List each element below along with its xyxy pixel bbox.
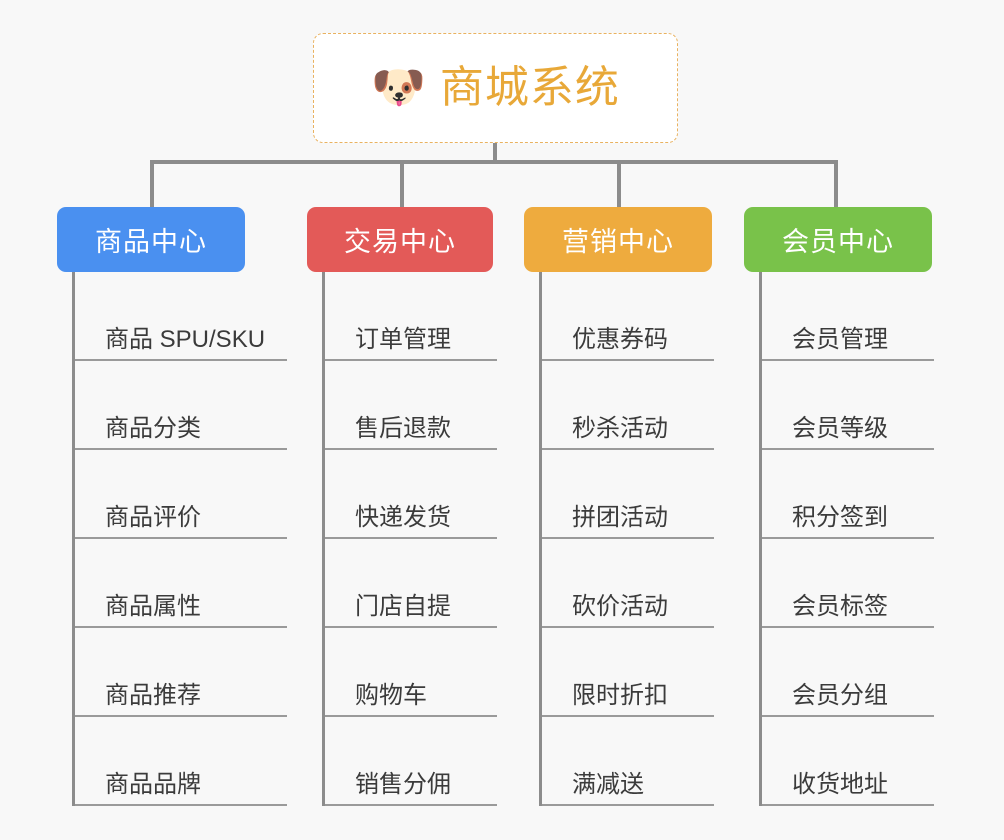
list-item[interactable]: 门店自提: [325, 539, 497, 628]
dog-face-icon: 🐶: [371, 63, 426, 112]
list-item[interactable]: 快递发货: [325, 450, 497, 539]
branch-marketing-center: 营销中心 优惠券码 秒杀活动 拼团活动 砍价活动 限时折扣 满减送: [524, 207, 714, 806]
list-item[interactable]: 商品属性: [75, 539, 287, 628]
connector-drop-2: [400, 160, 404, 207]
list-item[interactable]: 商品评价: [75, 450, 287, 539]
list-item-label: 会员等级: [792, 414, 888, 442]
list-item[interactable]: 积分签到: [762, 450, 934, 539]
list-item-label: 快递发货: [355, 503, 451, 531]
list-item[interactable]: 商品分类: [75, 361, 287, 450]
list-item-label: 会员分组: [792, 681, 888, 709]
list-item-label: 积分签到: [792, 503, 888, 531]
list-item-label: 门店自提: [355, 592, 451, 620]
list-item[interactable]: 拼团活动: [542, 450, 714, 539]
list-item-label: 限时折扣: [572, 681, 668, 709]
list-item[interactable]: 会员分组: [762, 628, 934, 717]
list-item[interactable]: 满减送: [542, 717, 714, 806]
list-item[interactable]: 限时折扣: [542, 628, 714, 717]
branch-trade-center: 交易中心 订单管理 售后退款 快递发货 门店自提 购物车 销售分佣: [307, 207, 497, 806]
list-item-label: 满减送: [572, 770, 644, 798]
connector-horizontal-bar: [150, 160, 838, 164]
list-item[interactable]: 售后退款: [325, 361, 497, 450]
list-item-label: 会员管理: [792, 325, 888, 353]
branch-member-center: 会员中心 会员管理 会员等级 积分签到 会员标签 会员分组 收货地址: [744, 207, 934, 806]
branch-body-member-center: 会员管理 会员等级 积分签到 会员标签 会员分组 收货地址: [759, 272, 934, 806]
root-title: 商城系统: [439, 63, 620, 112]
list-item[interactable]: 会员管理: [762, 272, 934, 361]
list-item-label: 会员标签: [792, 592, 888, 620]
branch-body-marketing-center: 优惠券码 秒杀活动 拼团活动 砍价活动 限时折扣 满减送: [539, 272, 714, 806]
list-item[interactable]: 会员标签: [762, 539, 934, 628]
connector-drop-1: [150, 160, 154, 207]
list-item[interactable]: 商品推荐: [75, 628, 287, 717]
branch-header-label: 商品中心: [95, 227, 207, 257]
branch-header-member-center[interactable]: 会员中心: [744, 207, 932, 272]
list-item[interactable]: 秒杀活动: [542, 361, 714, 450]
list-item-label: 优惠券码: [572, 325, 668, 353]
list-item[interactable]: 优惠券码: [542, 272, 714, 361]
list-item-label: 收货地址: [792, 770, 888, 798]
branch-header-label: 交易中心: [344, 227, 456, 257]
list-item[interactable]: 销售分佣: [325, 717, 497, 806]
list-item-label: 销售分佣: [355, 770, 451, 798]
list-item[interactable]: 会员等级: [762, 361, 934, 450]
branch-header-label: 营销中心: [562, 227, 674, 257]
list-item-label: 商品评价: [105, 503, 201, 531]
connector-drop-4: [834, 160, 838, 207]
list-item-label: 商品属性: [105, 592, 201, 620]
branch-product-center: 商品中心 商品 SPU/SKU 商品分类 商品评价 商品属性 商品推荐 商品品牌: [57, 207, 287, 806]
list-item-label: 商品 SPU/SKU: [105, 325, 266, 353]
branch-header-label: 会员中心: [782, 227, 894, 257]
list-item-label: 秒杀活动: [572, 414, 668, 442]
list-item-label: 砍价活动: [572, 592, 668, 620]
branch-header-product-center[interactable]: 商品中心: [57, 207, 245, 272]
root-node[interactable]: 🐶 商城系统: [313, 33, 678, 143]
list-item-label: 商品品牌: [105, 770, 201, 798]
list-item-label: 拼团活动: [572, 503, 668, 531]
list-item[interactable]: 砍价活动: [542, 539, 714, 628]
branch-header-trade-center[interactable]: 交易中心: [307, 207, 493, 272]
list-item[interactable]: 商品 SPU/SKU: [75, 272, 287, 361]
branch-body-product-center: 商品 SPU/SKU 商品分类 商品评价 商品属性 商品推荐 商品品牌: [72, 272, 287, 806]
list-item[interactable]: 订单管理: [325, 272, 497, 361]
list-item-label: 售后退款: [355, 414, 451, 442]
list-item-label: 购物车: [355, 681, 427, 709]
list-item-label: 商品推荐: [105, 681, 201, 709]
list-item-label: 商品分类: [105, 414, 201, 442]
list-item[interactable]: 收货地址: [762, 717, 934, 806]
branch-body-trade-center: 订单管理 售后退款 快递发货 门店自提 购物车 销售分佣: [322, 272, 497, 806]
branch-header-marketing-center[interactable]: 营销中心: [524, 207, 712, 272]
list-item[interactable]: 商品品牌: [75, 717, 287, 806]
list-item-label: 订单管理: [355, 325, 451, 353]
connector-drop-3: [617, 160, 621, 207]
connector-root-stem: [493, 143, 497, 164]
list-item[interactable]: 购物车: [325, 628, 497, 717]
